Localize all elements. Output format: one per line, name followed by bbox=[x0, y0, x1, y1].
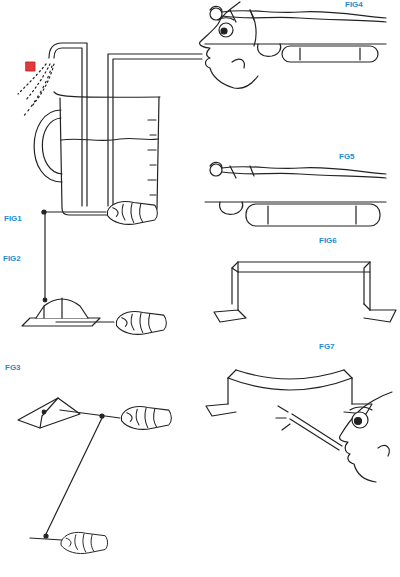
straw bbox=[276, 406, 342, 450]
sagging-paper-bridge bbox=[236, 370, 344, 379]
paper-bridge bbox=[232, 262, 238, 310]
blowing-face bbox=[340, 392, 392, 482]
blowing-face bbox=[200, 2, 258, 88]
sagging-paper-bridge bbox=[206, 370, 372, 416]
paper-card bbox=[18, 398, 80, 428]
stick-with-thread bbox=[42, 202, 157, 298]
hanging-strips bbox=[222, 167, 386, 174]
paper-bridge bbox=[364, 262, 370, 310]
paper-bridge bbox=[232, 268, 238, 272]
sagging-paper-bridge bbox=[206, 404, 236, 416]
thread bbox=[46, 418, 102, 534]
blowing-face bbox=[250, 10, 256, 46]
hanging-strips bbox=[210, 162, 222, 168]
blowing-face bbox=[352, 412, 368, 428]
figure-label: FIG2 bbox=[2, 254, 22, 264]
hanging-strips bbox=[210, 6, 222, 12]
thread bbox=[46, 418, 102, 534]
blowing-face bbox=[378, 446, 389, 456]
blowing-face bbox=[340, 392, 392, 482]
paper-card bbox=[56, 321, 114, 322]
blowing-face bbox=[232, 59, 244, 68]
marker-square bbox=[26, 62, 35, 71]
stick-with-thread bbox=[44, 214, 45, 298]
figure-label: FG3 bbox=[4, 363, 22, 373]
measuring-jug bbox=[42, 118, 62, 174]
hanging-strips bbox=[210, 8, 222, 20]
paper-bridge bbox=[214, 310, 246, 322]
paper-card bbox=[22, 298, 166, 334]
measuring-jug bbox=[54, 92, 160, 97]
measuring-jug bbox=[34, 92, 160, 215]
stick-in-hand bbox=[30, 532, 108, 553]
paper-bridge bbox=[364, 310, 396, 322]
sagging-paper-bridge bbox=[228, 370, 352, 378]
water-spray bbox=[22, 66, 52, 118]
hanging-strips bbox=[205, 43, 386, 44]
straw bbox=[276, 406, 290, 430]
paper-card bbox=[42, 410, 46, 414]
measuring-jug bbox=[34, 110, 62, 182]
paper-bridge bbox=[238, 262, 370, 272]
hanging-strips bbox=[282, 46, 378, 62]
figure-label: FG7 bbox=[318, 342, 336, 352]
blowing-face bbox=[219, 23, 233, 37]
measuring-jug bbox=[148, 120, 156, 195]
measuring-jug bbox=[60, 97, 159, 215]
figure-label: FIG4 bbox=[344, 0, 364, 10]
paper-card bbox=[117, 312, 167, 335]
blowing-face bbox=[200, 2, 258, 88]
hanging-strips bbox=[300, 48, 360, 60]
straw bbox=[108, 54, 202, 206]
sagging-paper-bridge bbox=[228, 378, 352, 404]
paper-bridge bbox=[214, 262, 396, 322]
hanging-strips bbox=[230, 166, 254, 178]
measuring-jug bbox=[61, 138, 158, 140]
figure-label: FIG1 bbox=[3, 214, 23, 224]
paper-bridge bbox=[364, 304, 370, 310]
hanging-strips bbox=[205, 6, 386, 62]
hanging-strips bbox=[220, 202, 243, 214]
hanging-strips bbox=[246, 204, 380, 226]
blowing-face bbox=[350, 407, 372, 410]
straw bbox=[290, 419, 339, 450]
paper-card bbox=[60, 410, 120, 418]
straw bbox=[108, 54, 202, 206]
paper-card bbox=[122, 407, 172, 430]
hanging-strips bbox=[205, 162, 386, 226]
paper-card bbox=[18, 398, 171, 429]
blowing-face bbox=[355, 418, 362, 425]
sagging-paper-bridge bbox=[228, 378, 352, 390]
figure-label: FG5 bbox=[338, 152, 356, 162]
hanging-strips bbox=[258, 44, 281, 56]
stick-with-thread bbox=[42, 211, 106, 212]
stick-in-hand bbox=[44, 534, 48, 538]
stick-in-hand bbox=[61, 532, 107, 553]
hanging-strips bbox=[205, 201, 386, 202]
hanging-strips bbox=[210, 164, 222, 176]
hanging-strips bbox=[230, 10, 254, 22]
straw bbox=[292, 414, 342, 446]
hanging-strips bbox=[268, 206, 356, 224]
paper-card bbox=[36, 299, 88, 318]
paper-card bbox=[40, 398, 58, 428]
hanging-strips bbox=[222, 172, 386, 178]
paper-card bbox=[44, 298, 62, 318]
water-spray bbox=[18, 64, 54, 118]
figure-label: FIG6 bbox=[318, 236, 338, 246]
blowing-face bbox=[221, 28, 227, 34]
hanging-strips bbox=[222, 11, 386, 18]
hanging-strips bbox=[222, 16, 386, 22]
paper-card bbox=[43, 298, 47, 302]
stick-with-thread bbox=[108, 202, 158, 225]
stick-with-thread bbox=[42, 210, 46, 214]
